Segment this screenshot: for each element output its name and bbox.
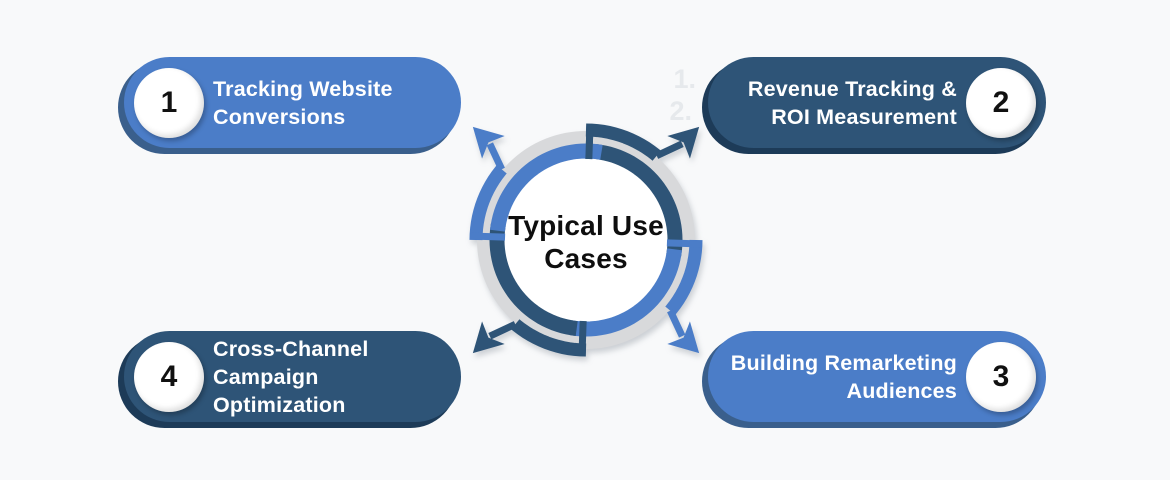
use-case-label-2-line-1: Revenue Tracking & <box>747 76 957 101</box>
number-badge-3: 3 <box>966 341 1036 412</box>
use-case-pill-top-left: 1 Tracking Website Conversions <box>124 57 461 148</box>
use-case-pill-top-right: 2 Revenue Tracking & ROI Measurement <box>708 57 1046 148</box>
diagram-title-line-1: Typical Use <box>508 210 664 241</box>
curved-arrow-southeast-icon <box>569 239 703 354</box>
number-badge-1-text: 1 <box>160 85 178 119</box>
center-white-circle <box>503 157 669 323</box>
diagram-title-line-2: Cases <box>544 243 628 274</box>
arrow-shaft <box>655 140 684 159</box>
arrow-tail-hook <box>666 239 703 248</box>
inner-band <box>490 143 603 232</box>
diagram-title: Typical Use Cases <box>476 209 696 275</box>
number-badge-4: 4 <box>134 341 204 412</box>
use-case-label-3-line-1: Building Remarketing <box>730 350 957 375</box>
number-badge-2-text: 2 <box>992 85 1010 119</box>
number-badge-4-text: 4 <box>160 359 178 393</box>
arrow-shaft <box>667 309 686 338</box>
number-badge-1: 1 <box>134 67 204 138</box>
curved-arrow-southwest-icon <box>472 223 587 357</box>
arrow-shaft <box>486 142 505 171</box>
center-swirl-graphic <box>469 123 703 357</box>
number-badge-2: 2 <box>966 67 1036 138</box>
arrow-tail-hook <box>578 320 587 357</box>
use-case-label-3-line-2: Audiences <box>846 378 957 403</box>
arrowhead-icon <box>667 126 700 159</box>
arrowhead-icon <box>472 126 505 159</box>
arrowhead-icon <box>472 321 505 354</box>
ghost-numbers: 1. 2. <box>654 63 696 127</box>
use-case-label-4: Cross-Channel Campaign Optimization <box>213 335 451 419</box>
outer-band <box>511 319 587 357</box>
inner-band <box>594 144 683 257</box>
use-case-label-4-line-2: Campaign Optimization <box>213 364 346 417</box>
outer-band <box>469 165 507 241</box>
arrow-shaft <box>488 321 517 340</box>
number-badge-3-text: 3 <box>992 359 1010 393</box>
use-case-label-4-line-1: Cross-Channel <box>213 336 369 361</box>
arrowhead-icon <box>667 321 700 354</box>
ghost-number-2: 2. <box>669 96 692 126</box>
inner-band <box>489 223 578 336</box>
use-case-label-1-line-2: Conversions <box>213 104 346 129</box>
use-case-label-1: Tracking Website Conversions <box>213 75 393 131</box>
ghost-number-1: 1. <box>673 64 696 94</box>
use-case-label-2: Revenue Tracking & ROI Measurement <box>748 75 957 131</box>
use-case-pill-bottom-right: 3 Building Remarketing Audiences <box>708 331 1046 422</box>
curved-arrow-northwest-icon <box>469 126 603 241</box>
use-case-label-2-line-2: ROI Measurement <box>771 104 957 129</box>
arrow-tail-hook <box>469 232 506 241</box>
use-case-label-1-line-1: Tracking Website <box>213 76 393 101</box>
use-case-pill-bottom-left: 4 Cross-Channel Campaign Optimization <box>124 331 461 422</box>
outer-band <box>665 239 703 315</box>
inner-band <box>569 248 682 337</box>
use-case-label-3: Building Remarketing Audiences <box>731 349 957 405</box>
outer-band <box>585 123 661 161</box>
arrow-tail-hook <box>585 123 594 160</box>
